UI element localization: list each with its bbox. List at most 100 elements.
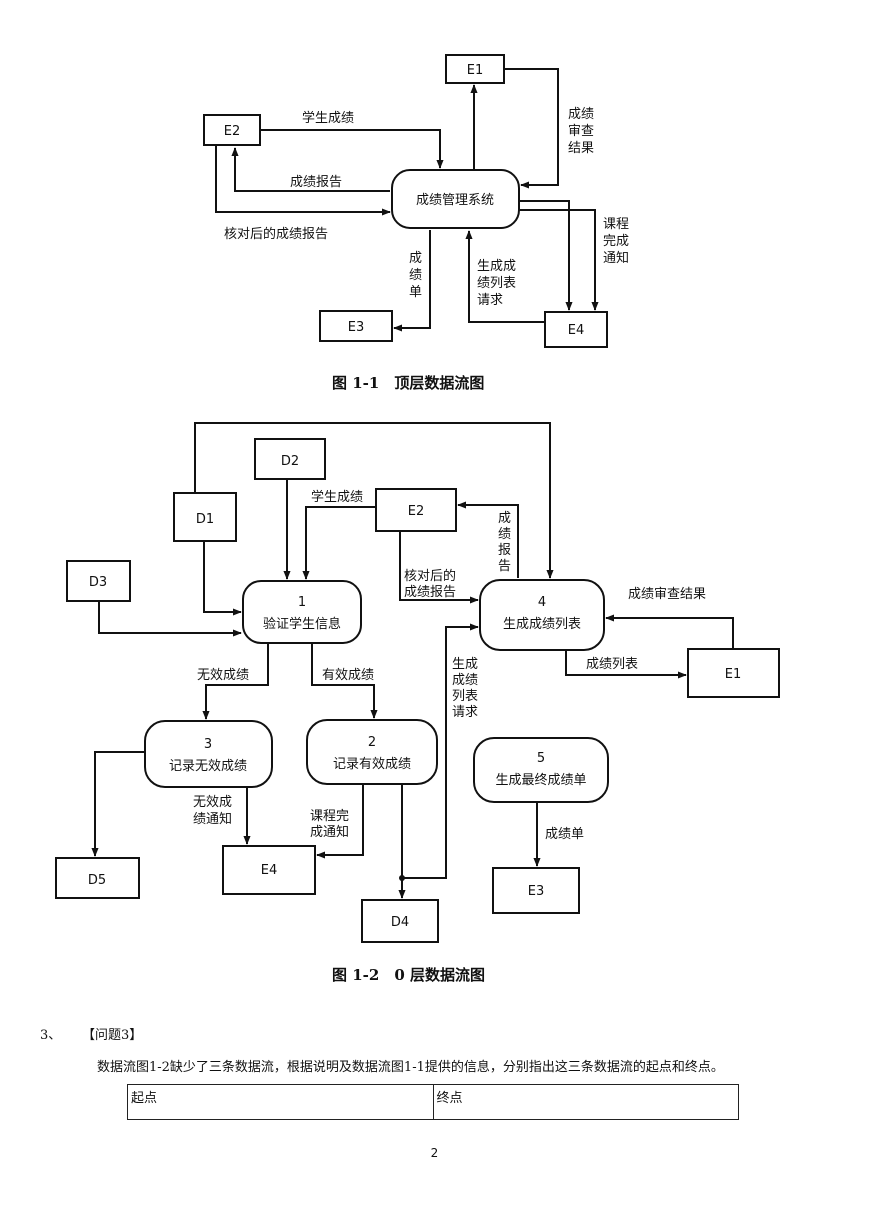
flow-student-grades <box>302 506 376 580</box>
flow-grade-report <box>231 147 390 192</box>
start-point-cell[interactable]: 起点 <box>127 1084 434 1120</box>
flow-p3-to-d5 <box>91 751 145 857</box>
flow-review-result-label-fig2: 成绩审查结果 <box>628 587 706 602</box>
entity-e2-box <box>375 488 457 532</box>
flow-checked-report-label-2: 成绩报告 <box>404 585 456 600</box>
process-2 <box>306 719 438 785</box>
flow-course-done-label-2: 成通知 <box>310 824 349 840</box>
level0-dataflow-diagram <box>55 422 780 943</box>
e2-label-fig2: E2 <box>408 504 425 519</box>
answer-table: 起点 终点 <box>127 1084 739 1120</box>
flow-course-done-label-3: 通知 <box>603 250 629 266</box>
page-number: 2 <box>430 1146 439 1160</box>
process-1-name: 验证学生信息 <box>263 616 341 632</box>
question-number: 3、 <box>40 1028 62 1043</box>
process-2-name: 记录有效成绩 <box>333 757 411 772</box>
process-5-number: 5 <box>537 751 545 766</box>
flow-course-done-label-2: 完成 <box>603 234 629 249</box>
e4-label-fig2: E4 <box>261 863 278 878</box>
flow-list-request-label-2: 绩列表 <box>477 276 516 291</box>
figure2-caption: 图 1-2 0 层数据流图 <box>332 966 485 984</box>
flow-checked-report <box>399 531 479 604</box>
process-1 <box>242 580 362 644</box>
flow-course-done-label-1: 课程完 <box>310 809 349 824</box>
flow-review-result-label-2: 审查 <box>568 124 594 139</box>
end-point-cell[interactable]: 终点 <box>432 1084 739 1120</box>
process-3-number: 3 <box>204 737 212 752</box>
process-4 <box>479 579 605 651</box>
process-1-number: 1 <box>298 595 306 610</box>
flow-grade-sheet-label-3: 单 <box>409 285 422 300</box>
flow-student-grades-label: 学生成绩 <box>302 110 354 126</box>
flow-list-request-label-3: 请求 <box>477 293 503 308</box>
entity-e4 <box>544 311 608 348</box>
flow-grade-sheet-label-1: 成 <box>409 251 422 266</box>
flow-valid-grades <box>311 643 378 719</box>
entity-e3 <box>319 310 393 342</box>
entity-e4-box <box>222 845 316 895</box>
flow-grade-report-label-2: 绩 <box>498 527 511 542</box>
process-5-name: 生成最终成绩单 <box>495 772 586 788</box>
flow-invalid-grades <box>202 643 269 720</box>
flow-valid-grades-label: 有效成绩 <box>322 668 374 683</box>
flow-d1-to-p4 <box>194 422 554 579</box>
flow-student-grades-label-fig2: 学生成绩 <box>311 489 363 505</box>
flow-invalid-grades-label: 无效成绩 <box>197 668 249 683</box>
flow-grade-list-label: 成绩列表 <box>586 657 638 672</box>
flow-grade-report-label-4: 告 <box>498 559 511 574</box>
flow-grade-report-label-3: 报 <box>498 543 511 558</box>
junction-dot <box>399 875 405 881</box>
flow-review-result-label-3: 结果 <box>568 141 594 156</box>
flow-grade-sheet <box>393 230 431 332</box>
flow-list-request-label-4: 请求 <box>452 705 478 720</box>
d4-label: D4 <box>391 915 409 930</box>
process-4-name: 生成成绩列表 <box>503 617 581 632</box>
flow-checked-report-label: 核对后的成绩报告 <box>224 226 328 242</box>
e3-label-fig2: E3 <box>528 884 545 899</box>
table-row: 起点 终点 <box>127 1084 739 1120</box>
d5-label: D5 <box>88 873 106 888</box>
process-2-number: 2 <box>368 735 376 750</box>
process-3 <box>144 720 273 788</box>
flow-course-done <box>519 209 599 311</box>
flow-grade-report <box>457 501 519 578</box>
system-process-label: 成绩管理系统 <box>416 193 494 208</box>
flow-list-request-label-2: 成绩 <box>452 673 478 688</box>
flow-list-request-label-1: 生成 <box>452 657 478 672</box>
store-d4 <box>361 899 439 943</box>
entity-e3-box <box>492 867 580 914</box>
diagrams: E1 E2 E3 E4 成绩管理系统 学生成绩 成绩报告 核对后的成绩报告 成绩… <box>55 54 780 984</box>
flow-review-result <box>605 614 734 649</box>
flow-course-done <box>316 784 364 859</box>
flow-invalid-notice-label-1: 无效成 <box>193 795 232 810</box>
flow-checked-report <box>215 145 391 216</box>
flow-list-request-label-3: 列表 <box>452 689 478 704</box>
process-3-name: 记录无效成绩 <box>169 759 247 774</box>
flow-grade-sheet-label-2: 绩 <box>409 268 422 283</box>
figure1-caption: 图 1-1 顶层数据流图 <box>332 374 484 392</box>
flow-review-result <box>504 68 559 189</box>
flow-grade-sheet-label-fig2: 成绩单 <box>545 827 584 842</box>
flow-list-request-label-1: 生成成 <box>477 259 516 274</box>
flow-list-request <box>402 623 479 879</box>
store-d2 <box>254 438 326 480</box>
flow-d3-to-p1 <box>98 601 242 637</box>
d2-label: D2 <box>281 454 299 469</box>
e1-label: E1 <box>467 63 484 78</box>
process-5 <box>473 737 609 803</box>
flow-invalid-notice-label-2: 绩通知 <box>193 811 232 827</box>
d3-label: D3 <box>89 575 107 590</box>
flow-d1-to-p1 <box>203 541 242 616</box>
flow-grade-report-label: 成绩报告 <box>290 175 342 190</box>
system-process <box>391 169 520 229</box>
flow-to-e4 <box>519 200 573 311</box>
e1-label-fig2: E1 <box>725 667 742 682</box>
e2-label: E2 <box>224 124 241 139</box>
flow-grade-list <box>565 650 687 679</box>
flow-course-done-label-1: 课程 <box>603 217 629 232</box>
flow-list-request <box>465 230 545 323</box>
d1-label: D1 <box>196 512 214 527</box>
e3-label: E3 <box>348 320 365 335</box>
flow-grade-report-label-1: 成 <box>498 511 511 526</box>
flow-checked-report-label-1: 核对后的 <box>404 568 456 584</box>
